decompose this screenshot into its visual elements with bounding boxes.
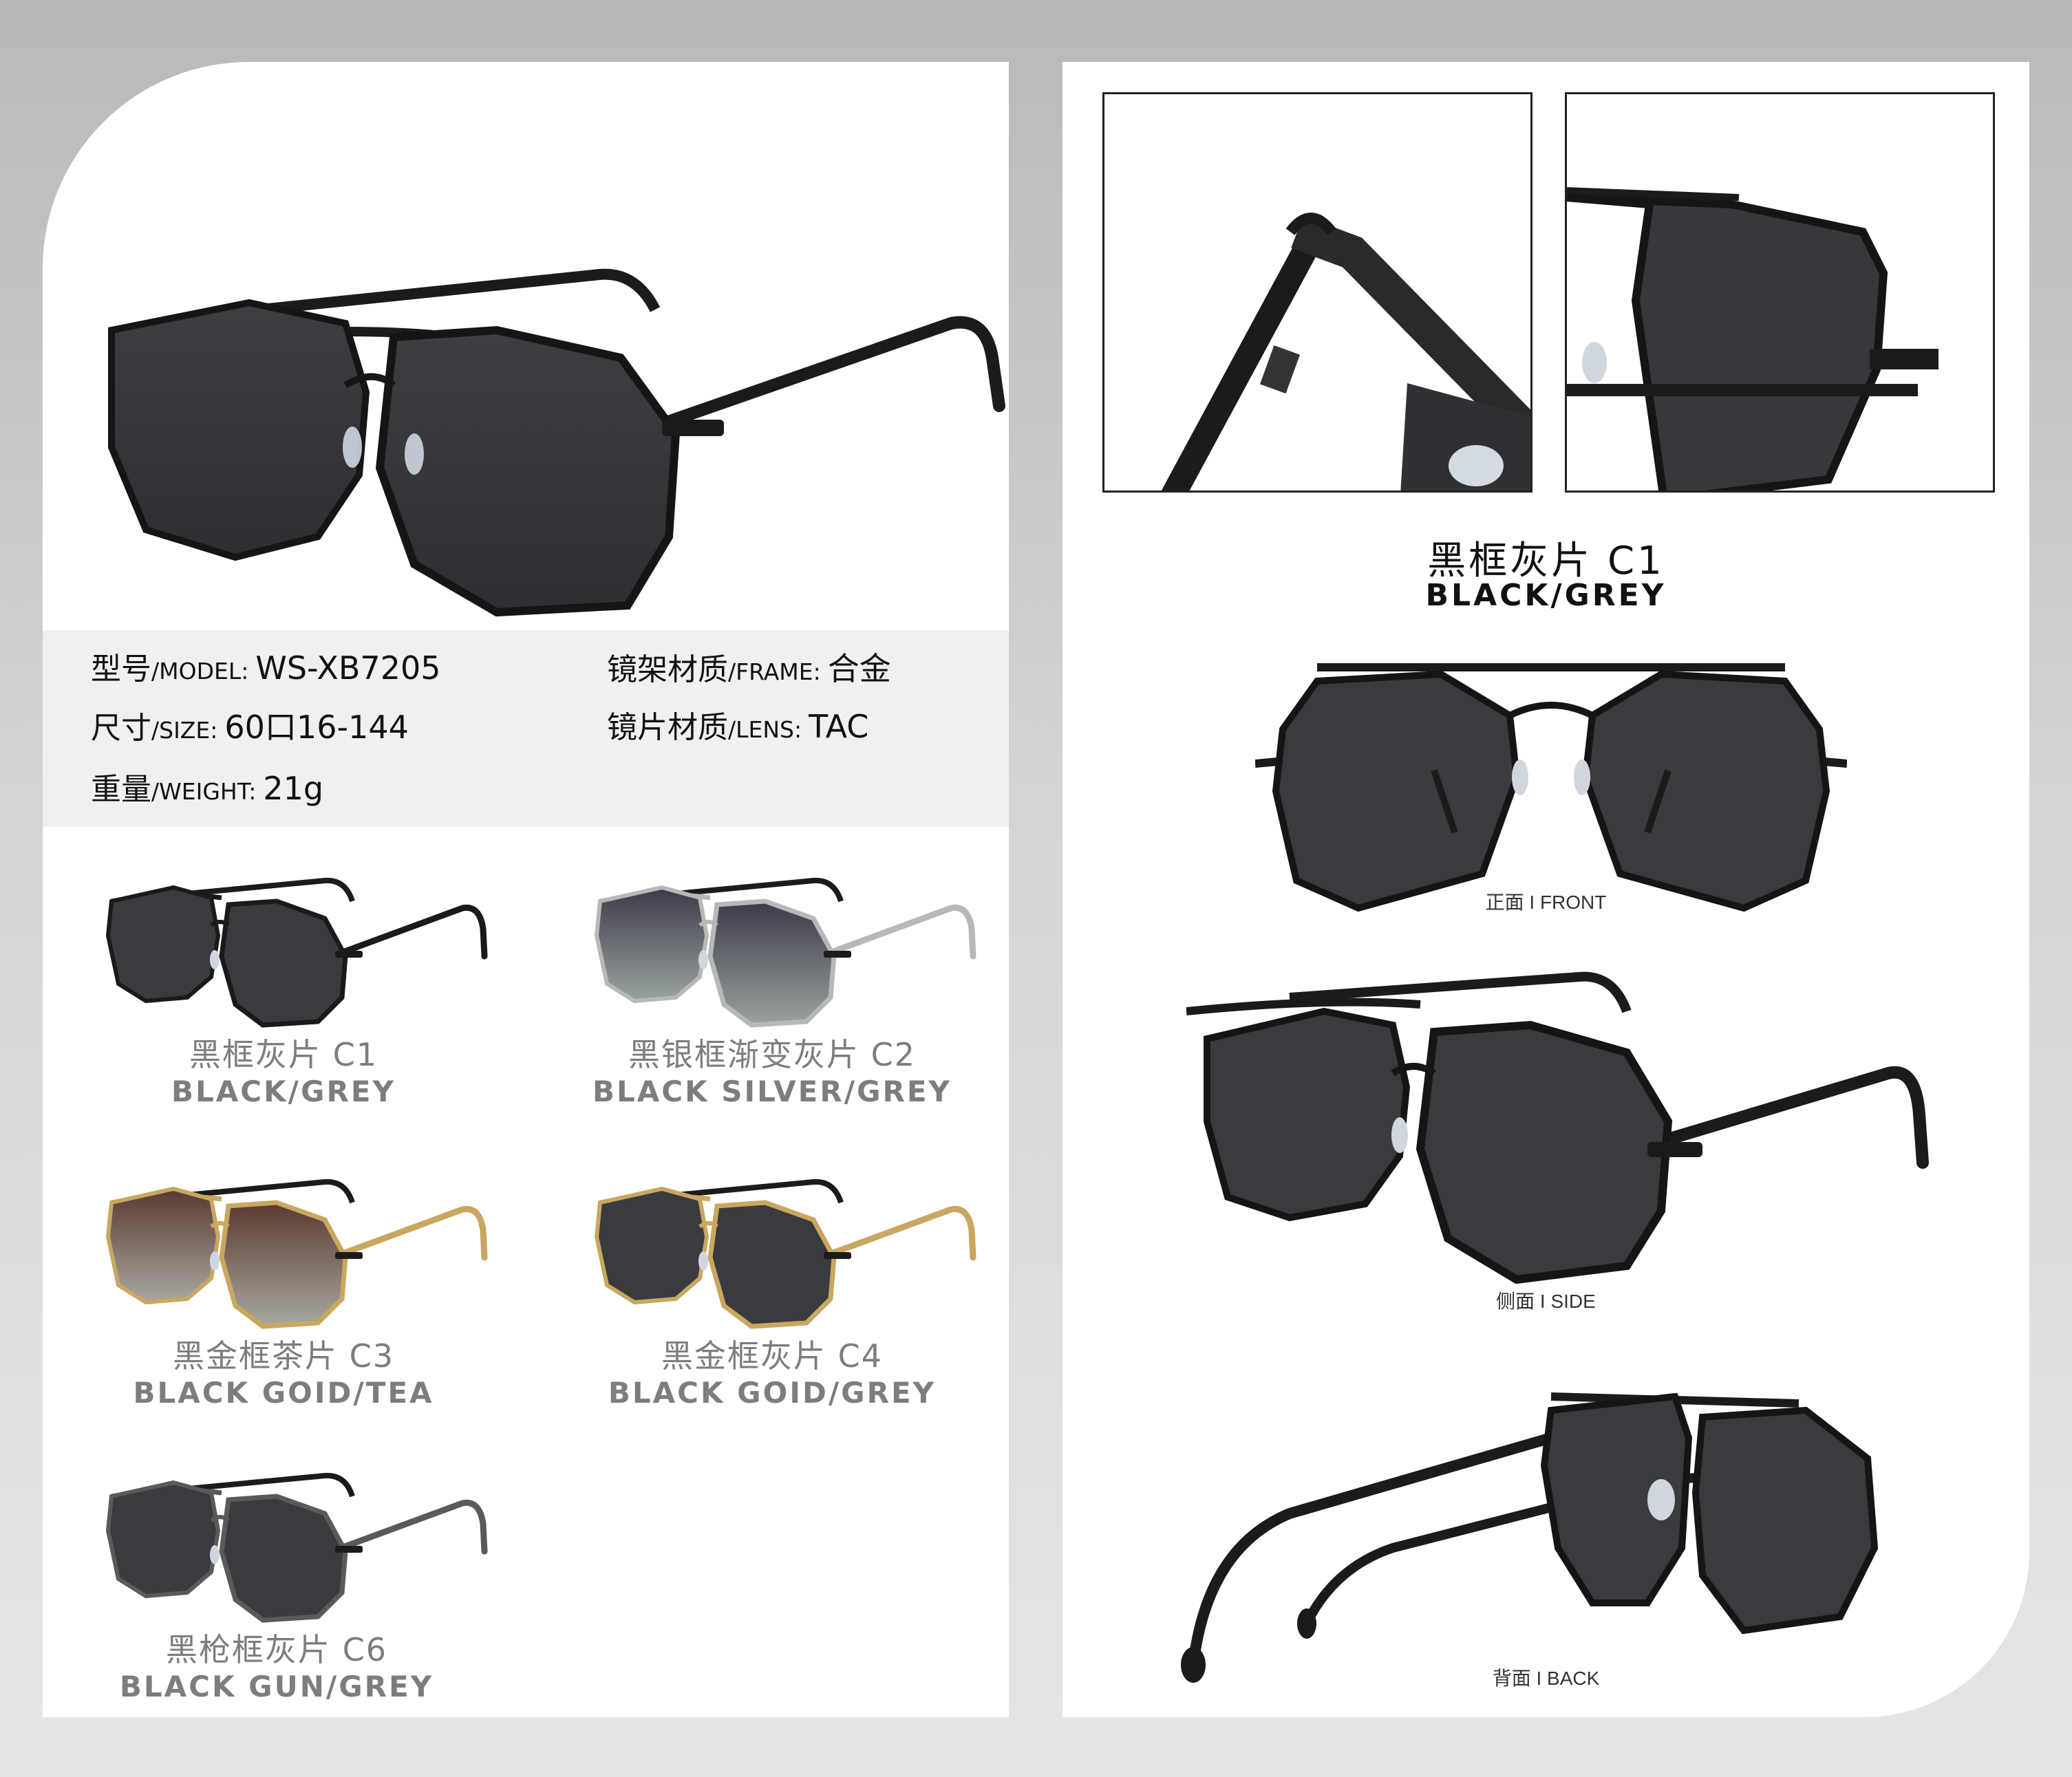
product-info-panel: 型号/MODEL:WS-XB7205 尺寸/SIZE:60口16-144 重量/…: [43, 62, 1009, 1717]
frame-value: 合金: [827, 650, 891, 687]
variant-label-c1: 黑框灰片 C1 BLACK/GREY: [171, 1036, 396, 1108]
front-view-image: [1255, 663, 1847, 912]
lens-closeup-illustration: [1567, 187, 1939, 491]
hero-sunglasses-image: [108, 268, 1005, 617]
variant-label-c4: 黑金框灰片 C4 BLACK GOID/GREY: [608, 1337, 937, 1410]
spec-model: 型号/MODEL:WS-XB7205: [91, 649, 441, 687]
lens-detail-image: [1565, 92, 1995, 493]
model-value: WS-XB7205: [255, 649, 441, 687]
hinge-detail-image: [1102, 92, 1532, 493]
spec-size: 尺寸/SIZE:60口16-144: [91, 709, 409, 746]
variant-sunglasses-4: [594, 1178, 976, 1329]
hinge-closeup-illustration: [1162, 213, 1530, 491]
product-views-panel: 黑框灰片 C1 BLACK/GREY 正面 I FRONT 侧面 I SIDE: [1062, 62, 2029, 1717]
weight-value: 21g: [263, 770, 324, 807]
back-view-image: [1181, 1392, 1879, 1683]
variant-label-c3: 黑金框茶片 C3 BLACK GOID/TEA: [133, 1337, 434, 1410]
spec-weight: 重量/WEIGHT:21g: [91, 770, 324, 807]
spec-frame: 镜架材质/FRAME:合金: [607, 650, 891, 687]
size-value: 60口16-144: [224, 709, 409, 746]
variant-sunglasses-1: [105, 877, 488, 1028]
back-view-caption: 背面 I BACK: [1492, 1668, 1600, 1689]
side-view-image: [1186, 971, 1929, 1284]
side-view-caption: 侧面 I SIDE: [1496, 1291, 1596, 1312]
spec-sheet: 型号/MODEL:WS-XB7205 尺寸/SIZE:60口16-144 重量/…: [43, 630, 1009, 827]
variant-label-c6: 黑枪框灰片 C6 BLACK GUN/GREY: [119, 1631, 434, 1703]
variant-sunglasses-3: [105, 1178, 488, 1329]
featured-color-cn: 黑框灰片 C1: [1427, 539, 1665, 583]
lens-value: TAC: [809, 708, 869, 745]
front-view-caption: 正面 I FRONT: [1485, 892, 1607, 913]
variant-sunglasses-5: [105, 1472, 488, 1623]
variant-sunglasses-2: [594, 877, 976, 1028]
featured-color-en: BLACK/GREY: [1425, 578, 1667, 613]
variant-label-c2: 黑银框渐变灰片 C2 BLACK SILVER/GREY: [592, 1036, 952, 1108]
spec-lens: 镜片材质/LENS:TAC: [607, 708, 869, 745]
